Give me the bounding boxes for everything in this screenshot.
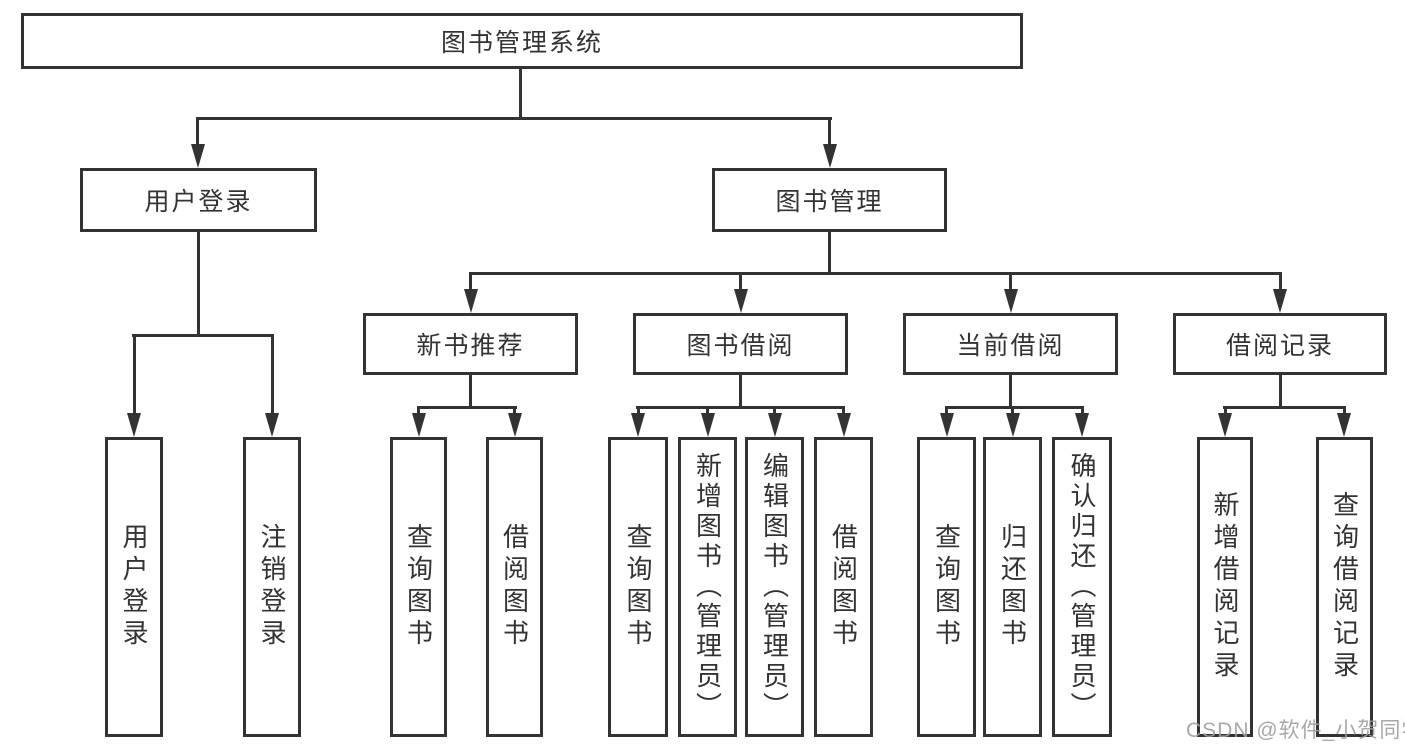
connector-arrowhead [1003, 289, 1018, 313]
tree-leaf-label: 新增图书（管理员） [692, 452, 723, 722]
connector-vline [773, 406, 776, 418]
connector-vline [469, 272, 472, 294]
connector-hline [417, 406, 517, 409]
connector-arrowhead [411, 413, 426, 437]
connector-vline [739, 272, 742, 294]
tree-leaf-label: 借阅图书 [828, 523, 859, 651]
connector-vline [1278, 272, 1282, 294]
connector-arrowhead [700, 413, 715, 437]
connector-vline [1009, 375, 1012, 409]
tree-leaf-node: 编辑图书（管理员） [745, 437, 804, 737]
connector-arrowhead [733, 289, 748, 313]
tree-leaf-node: 借阅图书 [814, 437, 873, 737]
connector-vline [132, 334, 136, 418]
tree-node-book-borrow-label: 图书借阅 [686, 332, 795, 360]
connector-arrowhead [1218, 413, 1232, 437]
connector-arrowhead [1005, 413, 1020, 437]
tree-leaf-label: 查询图书 [623, 523, 653, 651]
connector-arrowhead [822, 144, 837, 168]
connector-vline [519, 69, 522, 120]
connector-vline [196, 117, 199, 149]
tree-leaf-label: 注销登录 [257, 523, 287, 651]
tree-leaf-label: 查询图书 [931, 523, 962, 651]
tree-leaf-node: 用户登录 [105, 437, 163, 737]
connector-hline [945, 406, 1084, 409]
connector-arrowhead [939, 413, 954, 437]
connector-vline [1080, 406, 1084, 418]
tree-node-book-borrow: 图书借阅 [633, 313, 848, 375]
connector-vline [1223, 406, 1227, 418]
tree-leaf-node: 注销登录 [243, 437, 301, 737]
connector-vline [1278, 375, 1282, 409]
connector-vline [1342, 406, 1346, 418]
connector-vline [842, 406, 845, 418]
connector-vline [828, 232, 831, 275]
tree-node-book-management: 图书管理 [712, 168, 947, 232]
tree-leaf-label: 查询图书 [403, 523, 434, 651]
tree-node-root-label: 图书管理系统 [440, 29, 603, 57]
connector-vline [1009, 272, 1012, 294]
connector-vline [739, 375, 742, 409]
tree-node-new-book-recommend-label: 新书推荐 [416, 332, 525, 360]
connector-arrowhead [463, 289, 478, 313]
tree-leaf-node: 查询借阅记录 [1316, 437, 1373, 737]
tree-leaf-label: 借阅图书 [499, 523, 530, 651]
tree-node-new-book-recommend: 新书推荐 [363, 313, 578, 375]
tree-leaf-node: 查询图书 [917, 437, 976, 737]
connector-vline [513, 406, 516, 418]
connector-hline [196, 117, 832, 120]
connector-vline [828, 117, 831, 149]
connector-arrowhead [1273, 289, 1287, 313]
connector-arrowhead [127, 413, 141, 437]
connector-arrowhead [265, 413, 279, 437]
connector-arrowhead [1337, 413, 1351, 437]
connector-hline [1223, 406, 1345, 409]
connector-vline [197, 232, 200, 337]
tree-leaf-label: 查询借阅记录 [1329, 491, 1360, 683]
tree-leaf-label: 新增借阅记录 [1210, 491, 1240, 683]
connector-arrowhead [836, 413, 851, 437]
tree-node-current-borrow: 当前借阅 [903, 313, 1118, 375]
tree-leaf-label: 用户登录 [119, 523, 149, 651]
tree-node-current-borrow-label: 当前借阅 [956, 332, 1065, 360]
connector-arrowhead [190, 144, 205, 168]
connector-arrowhead [767, 413, 782, 437]
tree-node-borrow-records: 借阅记录 [1173, 313, 1387, 375]
tree-leaf-node: 新增图书（管理员） [678, 437, 737, 737]
tree-leaf-node: 新增借阅记录 [1197, 437, 1253, 737]
tree-leaf-node: 借阅图书 [486, 437, 543, 737]
tree-leaf-label: 归还图书 [997, 523, 1028, 651]
connector-vline [469, 375, 472, 409]
connector-arrowhead [1075, 413, 1089, 437]
tree-leaf-node: 归还图书 [983, 437, 1042, 737]
tree-node-root: 图书管理系统 [21, 13, 1023, 69]
connector-vline [945, 406, 948, 418]
tree-node-user-login: 用户登录 [80, 168, 317, 232]
connector-hline [636, 406, 845, 409]
tree-node-user-login-label: 用户登录 [144, 188, 253, 216]
connector-vline [706, 406, 709, 418]
connector-vline [1011, 406, 1014, 418]
tree-leaf-node: 查询图书 [608, 437, 668, 737]
connector-arrowhead [507, 413, 522, 437]
tree-leaf-label: 编辑图书（管理员） [759, 452, 790, 722]
tree-node-book-management-label: 图书管理 [775, 188, 884, 216]
connector-vline [270, 334, 274, 418]
connector-vline [417, 406, 420, 418]
connector-hline [132, 334, 273, 337]
watermark-text: CSDN @软件_小贺同学 [1186, 719, 1405, 742]
connector-arrowhead [631, 413, 645, 437]
tree-leaf-node: 确认归还（管理员） [1052, 437, 1112, 737]
tree-leaf-label: 确认归还（管理员） [1067, 452, 1097, 722]
connector-hline [469, 272, 1282, 275]
tree-node-borrow-records-label: 借阅记录 [1225, 332, 1334, 360]
tree-leaf-node: 查询图书 [390, 437, 447, 737]
connector-vline [636, 406, 640, 418]
